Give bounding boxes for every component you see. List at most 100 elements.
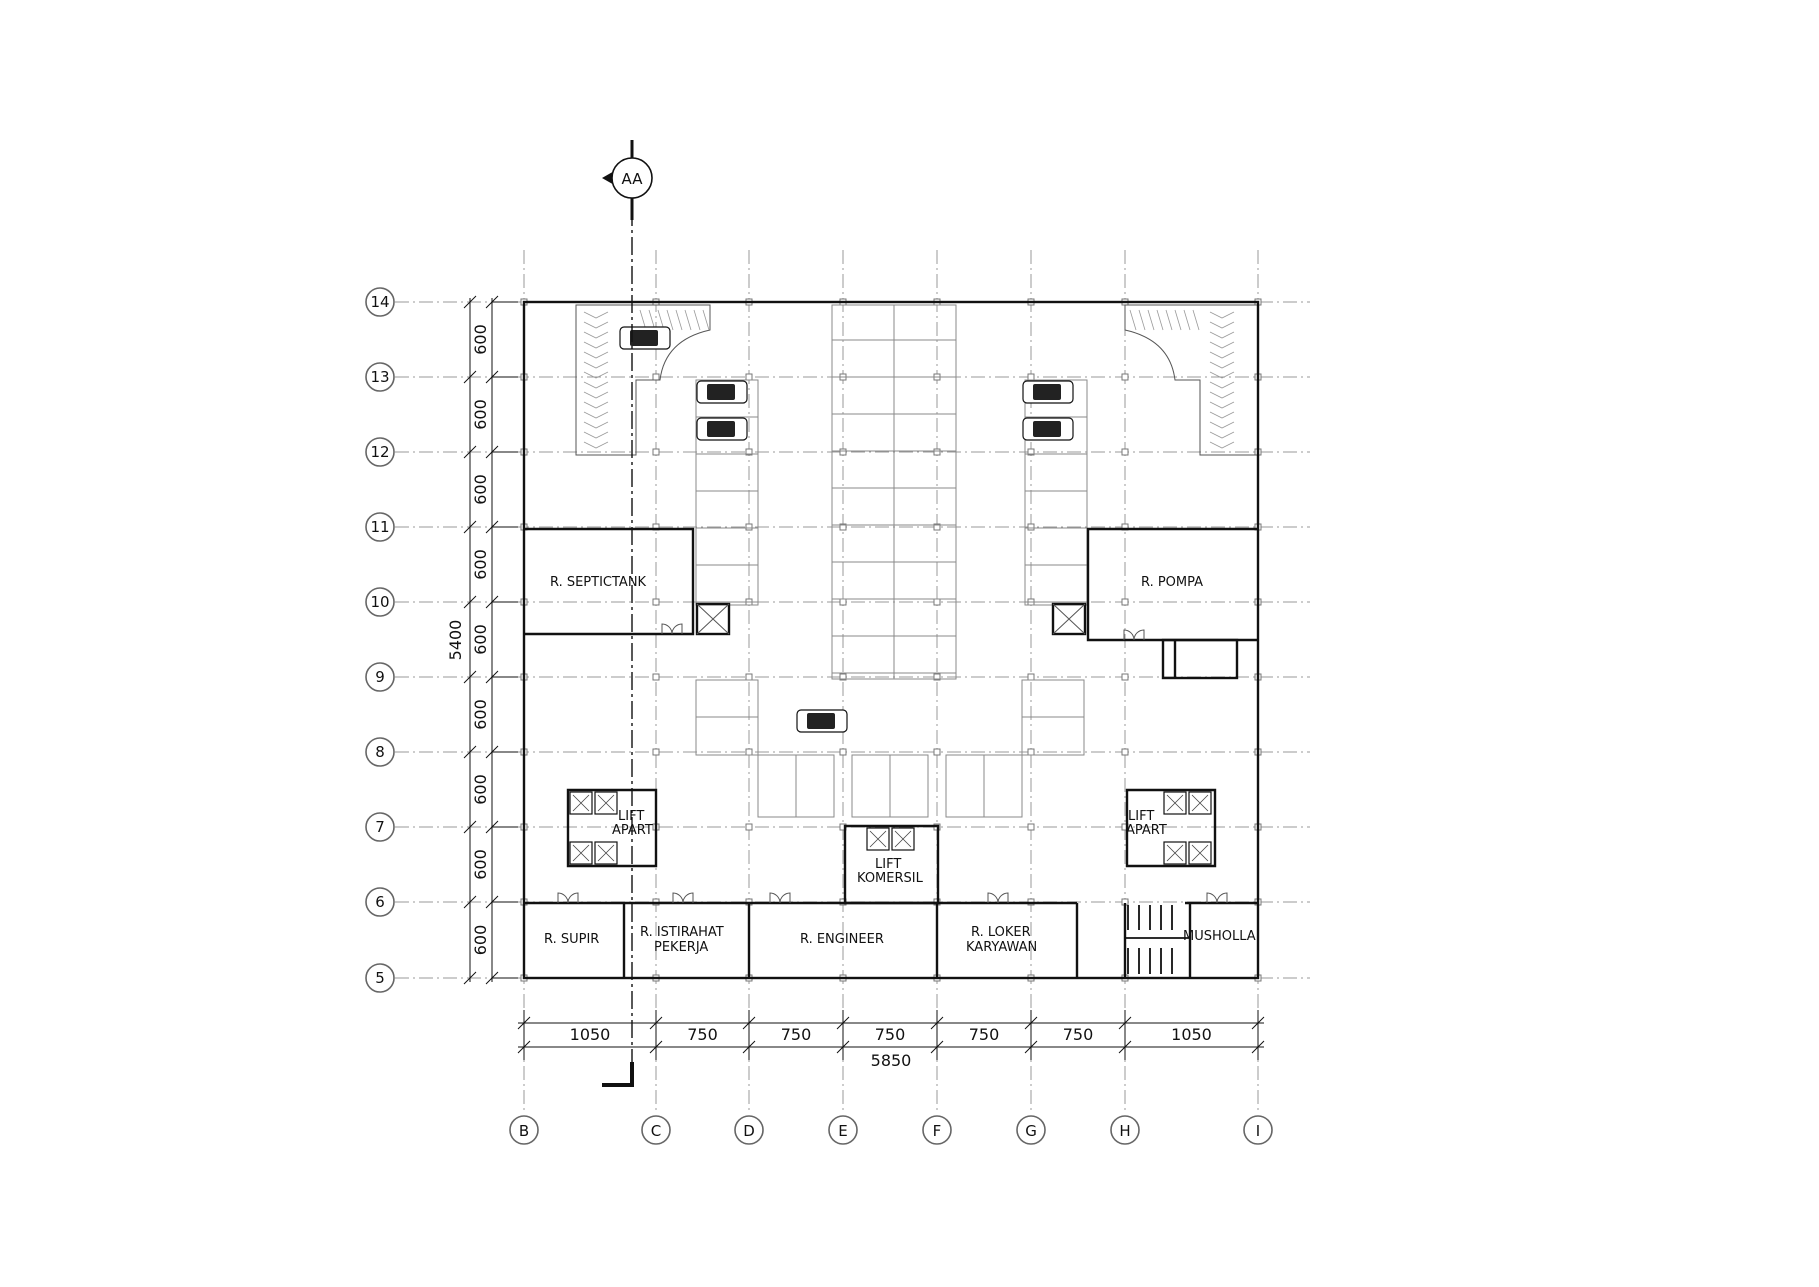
label-lift-komersil-2: KOMERSIL xyxy=(857,871,924,886)
room-labels: R. SEPTICTANK R. POMPA R. SUPIR R. ISTIR… xyxy=(544,575,1256,955)
column-marker xyxy=(745,448,753,456)
grid-bubble-col xyxy=(509,1115,539,1145)
room-label-engineer: R. ENGINEER xyxy=(800,932,884,947)
car-roof xyxy=(1033,384,1061,400)
lift-cabin-cross xyxy=(869,830,887,848)
car-icon xyxy=(1022,417,1074,441)
ramp-hatch xyxy=(702,309,710,331)
ramp-hatch xyxy=(1209,401,1235,409)
car-icon xyxy=(796,709,848,733)
dim-row-spacing: 600 xyxy=(471,925,490,956)
column-marker xyxy=(1027,373,1035,381)
grid-bubble-col-label: E xyxy=(838,1122,847,1140)
ramp-hatch xyxy=(1138,309,1146,331)
ramp-hatch xyxy=(1209,311,1235,319)
dim-tick xyxy=(463,295,477,309)
ramp-hatch xyxy=(583,411,609,419)
bottom-rooms xyxy=(524,901,1258,978)
grid-bubble-col-label: D xyxy=(743,1122,755,1140)
room-label-loker-1: R. LOKER xyxy=(971,925,1031,940)
door-swing xyxy=(567,892,579,904)
ramp-hatch xyxy=(1165,309,1173,331)
column-marker xyxy=(745,373,753,381)
dim-col-spacing: 750 xyxy=(875,1025,906,1044)
door-swing xyxy=(682,892,694,904)
dim-tick xyxy=(463,820,477,834)
column-marker xyxy=(933,673,941,681)
door-swing xyxy=(779,892,791,904)
label-lift-apart-right-2: APART xyxy=(1126,823,1167,838)
grid-bubble-col xyxy=(734,1115,764,1145)
door-swings xyxy=(557,623,1228,904)
column-marker xyxy=(652,373,660,381)
door-swing xyxy=(1216,892,1228,904)
lift-cabin-cross xyxy=(572,794,590,812)
ramp-hatch xyxy=(1209,331,1235,339)
ramp-hatch xyxy=(583,341,609,349)
ramp-hatch xyxy=(675,309,683,331)
room-label-loker-2: KARYAWAN xyxy=(966,940,1037,955)
room-label-pompa: R. POMPA xyxy=(1141,575,1203,590)
dim-col-spacing: 750 xyxy=(687,1025,718,1044)
lift-cabin-cross xyxy=(894,830,912,848)
ramp-hatch xyxy=(1209,441,1235,449)
ramp-hatch xyxy=(1209,371,1235,379)
grid-bubble-row-label: 12 xyxy=(370,443,389,461)
grid-bubble-col-label: I xyxy=(1256,1122,1260,1140)
ramp-hatch xyxy=(1192,309,1200,331)
ramp-hatch xyxy=(583,401,609,409)
column-marker xyxy=(1027,523,1035,531)
ramp-hatch xyxy=(1209,361,1235,369)
section-marker-label: AA xyxy=(622,170,644,188)
lift-apart-right xyxy=(1125,788,1217,868)
dim-row-spacing: 600 xyxy=(471,624,490,655)
ramp-hatch xyxy=(1183,309,1191,331)
grid-bubble-row xyxy=(365,362,395,392)
column-marker xyxy=(745,823,753,831)
grid-bubble-row xyxy=(365,812,395,842)
grid-lines xyxy=(395,250,1310,1110)
dim-tick xyxy=(463,670,477,684)
water-tank-box xyxy=(1161,638,1239,680)
ramp-hatch xyxy=(1174,309,1182,331)
ramp-hatch xyxy=(583,381,609,389)
ramp-hatch xyxy=(583,371,609,379)
dim-row-spacing: 600 xyxy=(471,849,490,880)
ramp-hatch xyxy=(583,361,609,369)
shaft-right xyxy=(1051,602,1087,636)
label-lift-komersil-1: LIFT xyxy=(875,857,901,872)
door-swing xyxy=(997,892,1009,904)
dim-col-spacing: 750 xyxy=(781,1025,812,1044)
grid-bubble-row xyxy=(365,963,395,993)
door-swing xyxy=(1133,629,1145,641)
column-marker xyxy=(933,523,941,531)
dim-total-vertical: 5400 xyxy=(446,620,465,661)
grid-bubble-row xyxy=(365,737,395,767)
dim-row-spacing: 600 xyxy=(471,549,490,580)
door-swing xyxy=(661,623,673,635)
label-lift-apart-left-2: APART xyxy=(612,823,653,838)
grid-bubble-col xyxy=(1016,1115,1046,1145)
grid-bubble-row-label: 7 xyxy=(375,818,385,836)
dim-tick xyxy=(463,745,477,759)
car-icon xyxy=(1022,380,1074,404)
column-marker xyxy=(1027,673,1035,681)
column-marker xyxy=(933,748,941,756)
ramp-hatch xyxy=(1156,309,1164,331)
grid-bubble-col xyxy=(641,1115,671,1145)
grid-bubble-row xyxy=(365,887,395,917)
grid-bubble-row xyxy=(365,662,395,692)
grid-bubble-col-label: F xyxy=(933,1122,942,1140)
grid-bubble-col-label: H xyxy=(1119,1122,1130,1140)
column-marker xyxy=(839,748,847,756)
room-label-istirahat-2: PEKERJA xyxy=(654,940,708,955)
ramp-hatch xyxy=(1209,421,1235,429)
dim-row-spacing: 600 xyxy=(471,474,490,505)
column-marker xyxy=(1121,448,1129,456)
door-swing xyxy=(671,623,683,635)
car-icon xyxy=(619,326,671,350)
lift-cabin-cross xyxy=(1191,844,1209,862)
